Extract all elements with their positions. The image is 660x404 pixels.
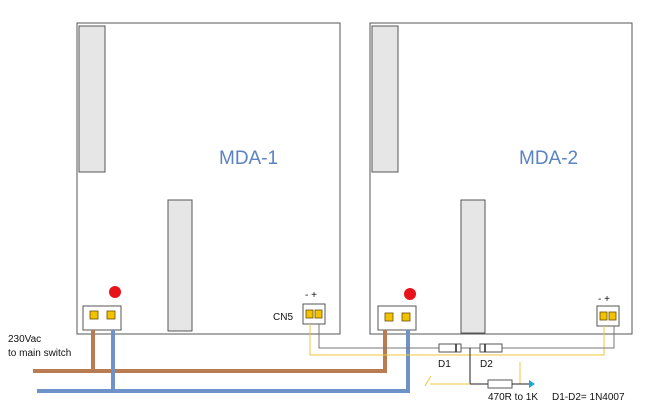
board-mda-1-title: MDA-1: [219, 148, 278, 169]
board-mda-2-outline: [369, 22, 633, 335]
mains-label-line-1: 230Vac: [8, 334, 41, 345]
board-mda-2-dc-pin-minus: [599, 311, 608, 321]
board-mda-1-power-pin-2: [106, 310, 116, 320]
yellow-wire-minus: [309, 324, 605, 356]
diode-d1: [438, 343, 462, 353]
board-mda-2-polarity-label: - +: [598, 294, 610, 305]
board-mda-1: MDA-1 CN5 - +: [76, 22, 341, 335]
board-mda-2-slot-left: [371, 25, 399, 173]
board-mda-2-led-icon: [404, 288, 416, 300]
mains-label-line-2: to main switch: [8, 348, 71, 359]
board-mda-1-cn5-connector: [302, 303, 326, 325]
blue-wire-main: [37, 330, 410, 393]
board-mda-2-power-pin-2: [401, 312, 411, 322]
board-mda-1-polarity-label: - +: [305, 290, 317, 301]
resistor: [487, 379, 513, 389]
board-mda-2-dc-connector: [596, 305, 620, 327]
board-mda-2-slot-middle: [460, 199, 486, 334]
board-mda-1-cn5-pin-minus: [305, 309, 314, 319]
board-mda-1-slot-left: [78, 25, 106, 173]
brown-wire-main: [33, 330, 387, 373]
resistor-label: 470R to 1K: [488, 392, 538, 403]
board-mda-1-slot-middle: [167, 199, 193, 332]
diode-d2-label: D2: [480, 359, 493, 370]
board-mda-1-power-pin-1: [89, 310, 99, 320]
signal-wiring: D1 D2 470R to 1K D1-D2= 1N4007: [309, 324, 625, 403]
board-mda-2-title: MDA-2: [519, 148, 578, 169]
board-mda-2: MDA-2 - +: [369, 22, 633, 335]
arrow-tip-icon: [529, 380, 535, 388]
gray-wire-plus: [318, 324, 615, 349]
switch-contact: [424, 375, 432, 387]
diodes-note: D1-D2= 1N4007: [552, 392, 625, 403]
board-mda-1-cn-label: CN5: [273, 312, 293, 323]
diode-d2: [479, 343, 503, 353]
board-mda-1-led-icon: [109, 286, 121, 298]
board-mda-2-dc-pin-plus: [608, 311, 617, 321]
board-mda-1-outline: [76, 22, 341, 335]
mains-wiring: 230Vac to main switch: [8, 330, 410, 393]
board-mda-2-power-pin-1: [384, 312, 394, 322]
diode-d1-label: D1: [438, 359, 451, 370]
board-mda-1-cn5-pin-plus: [314, 309, 323, 319]
